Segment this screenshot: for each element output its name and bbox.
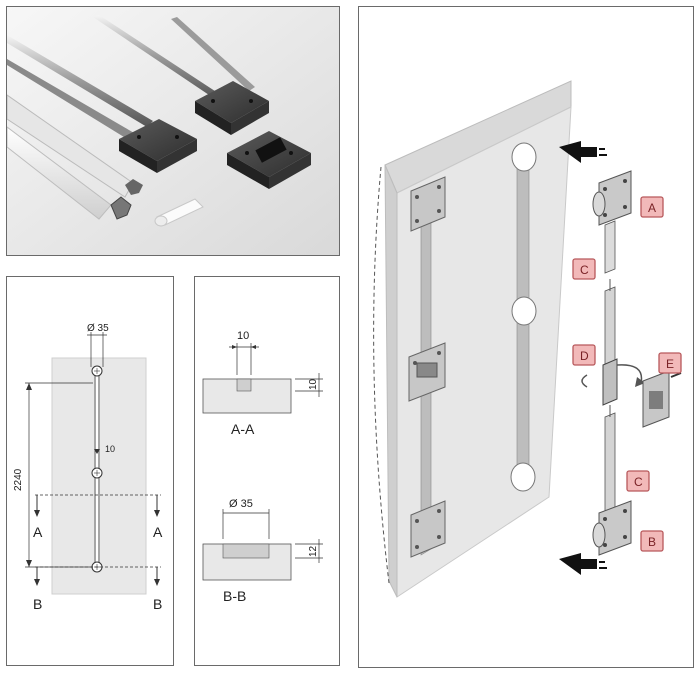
product-photo <box>7 7 339 255</box>
section-b-right-label: B <box>153 596 162 612</box>
upper-rod-stub <box>604 220 616 274</box>
section-drawings-panel: 10 10 A-A Ø 35 12 B-B <box>194 276 340 666</box>
callout-c-upper-letter: C <box>580 263 589 277</box>
callout-c-upper: C <box>572 258 596 280</box>
callout-d-letter: D <box>580 349 589 363</box>
rod-icon <box>7 15 255 145</box>
insert-arrow-top <box>559 141 607 163</box>
section-bb: Ø 35 12 B-B <box>202 498 323 604</box>
bb-width-label: Ø 35 <box>229 498 253 510</box>
section-aa: 10 10 A-A <box>202 330 323 437</box>
plug-icon <box>154 198 204 227</box>
board-isometric <box>373 80 572 598</box>
callout-c-lower: C <box>626 470 650 492</box>
assembly-diagram-panel: A C D E C B <box>358 6 694 668</box>
aa-caption: A-A <box>231 421 255 437</box>
part-e-tensioner <box>642 370 682 428</box>
profile-icon <box>7 94 143 220</box>
elevation-drawing: Ø 35 2240 10 A A B B <box>13 323 163 612</box>
mounted-plate-middle <box>408 342 446 402</box>
callout-b: B <box>640 530 664 552</box>
part-c-rod-upper <box>604 286 616 368</box>
section-drawings: 10 10 A-A Ø 35 12 B-B <box>202 330 323 604</box>
part-a-plate <box>592 170 632 226</box>
mounted-plate-bottom <box>410 500 446 558</box>
mounted-plate-top <box>410 176 446 232</box>
hole-diameter-label: Ø 35 <box>87 323 109 334</box>
callout-a: A <box>640 196 664 218</box>
part-d-coupler <box>581 358 645 406</box>
assembly-diagram: A C D E C B <box>373 80 682 598</box>
callout-e-letter: E <box>666 357 674 371</box>
section-a-left-label: A <box>33 524 43 540</box>
hole-top <box>91 365 103 377</box>
callout-d: D <box>572 344 596 366</box>
section-b-left-label: B <box>33 596 42 612</box>
callout-c-lower-letter: C <box>634 475 643 489</box>
overall-height-label: 2240 <box>13 468 24 491</box>
section-a-right-label: A <box>153 524 163 540</box>
hole-middle <box>91 467 103 479</box>
aa-width-label: 10 <box>237 330 249 342</box>
product-photo-panel <box>6 6 340 256</box>
callout-b-letter: B <box>648 535 656 549</box>
bb-caption: B-B <box>223 588 246 604</box>
callout-a-letter: A <box>648 201 656 215</box>
insert-arrow-bottom <box>559 553 607 575</box>
part-b-plate <box>592 500 632 556</box>
plate-icon <box>119 81 311 189</box>
callout-e: E <box>658 352 682 374</box>
aa-depth-label: 10 <box>308 378 319 390</box>
slot-gap-label: 10 <box>105 444 115 454</box>
bb-depth-label: 12 <box>308 545 319 557</box>
part-c-rod-lower <box>604 412 616 512</box>
elevation-drawing-panel: Ø 35 2240 10 A A B B <box>6 276 174 666</box>
